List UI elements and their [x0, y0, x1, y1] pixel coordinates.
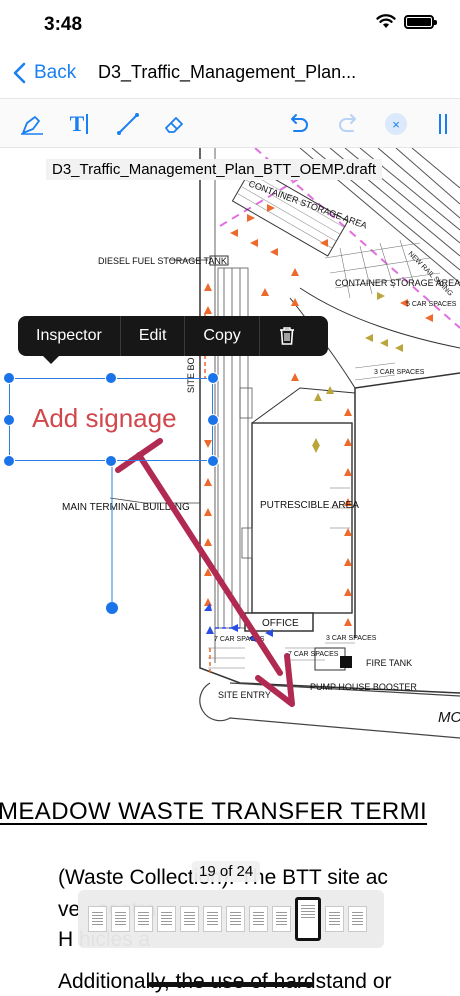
page-thumbnail[interactable]	[272, 906, 291, 932]
page-thumbnail[interactable]	[203, 906, 222, 932]
page-thumbnail[interactable]	[180, 906, 199, 932]
undo-button[interactable]	[284, 109, 314, 139]
resize-handle-bottom-right[interactable]	[207, 455, 219, 467]
resize-handle-bottom-left[interactable]	[3, 455, 15, 467]
menu-item-edit[interactable]: Edit	[121, 316, 186, 356]
page-thumbnail[interactable]	[325, 906, 344, 932]
document-canvas[interactable]: CONTAINER STORAGE AREA CONTAINER STORAGE…	[0, 148, 460, 996]
label-car-spaces-a: 7 CAR SPACES	[214, 636, 265, 643]
undo-icon	[291, 114, 308, 132]
wifi-icon	[376, 14, 396, 28]
label-container-storage-1: CONTAINER STORAGE AREA	[247, 178, 368, 230]
pen-tool-button[interactable]	[17, 109, 47, 139]
annotation-arrow[interactable]	[115, 438, 295, 707]
sidebar-toggle-button[interactable]	[428, 109, 458, 139]
label-car-spaces-b: 7 CAR SPACES	[288, 651, 339, 658]
page-thumbnail[interactable]	[88, 906, 107, 932]
page-thumbnail-strip[interactable]	[78, 890, 384, 948]
label-main-terminal: MAIN TERMINAL BUILDING	[62, 502, 190, 513]
page-indicator: 19 of 24	[192, 861, 261, 882]
label-car-spaces-d: 5 CAR SPACES	[406, 301, 457, 308]
menu-item-delete[interactable]	[260, 316, 314, 356]
close-icon: ×	[385, 113, 407, 135]
redo-icon	[339, 114, 356, 132]
site-plan-drawing: CONTAINER STORAGE AREA CONTAINER STORAGE…	[62, 148, 460, 739]
page-thumbnail[interactable]	[111, 906, 130, 932]
annotation-text[interactable]: Add signage	[32, 403, 177, 433]
eraser-tool-button[interactable]	[160, 109, 190, 139]
label-container-storage-2: CONTAINER STORAGE AREA	[335, 278, 460, 288]
paragraph-line-4: Additionally, the use of hardstand or	[58, 970, 392, 993]
document-title: D3_Traffic_Management_Plan...	[98, 62, 357, 82]
status-time: 3:48	[44, 14, 83, 35]
resize-handle-bottom[interactable]	[105, 455, 117, 467]
redo-button[interactable]	[333, 109, 363, 139]
file-name-label: D3_Traffic_Management_Plan_BTT_OEMP.draf…	[46, 159, 383, 180]
line-tool-button[interactable]	[113, 109, 143, 139]
text-tool-icon: T	[69, 111, 85, 136]
pen-icon	[21, 116, 43, 135]
label-car-spaces-e: 3 CAR SPACES	[374, 369, 425, 376]
deselect-button[interactable]: ×	[381, 109, 411, 139]
trash-icon	[279, 327, 294, 345]
label-office: OFFICE	[262, 618, 299, 629]
back-button[interactable]: Back	[8, 60, 76, 86]
text-tool-button[interactable]: T	[64, 109, 94, 139]
battery-icon	[404, 14, 437, 29]
page-thumbnail[interactable]	[348, 906, 367, 932]
sidebar-icon	[439, 114, 447, 134]
page-thumbnail-current[interactable]	[295, 897, 321, 941]
home-indicator[interactable]	[148, 982, 314, 987]
label-site-boundary: SITE BO	[186, 357, 196, 393]
page-thumbnail[interactable]	[249, 906, 268, 932]
menu-item-inspector[interactable]: Inspector	[18, 316, 121, 356]
page-thumbnail[interactable]	[134, 906, 153, 932]
label-site-entry: SITE ENTRY	[218, 690, 271, 700]
status-icons	[376, 14, 437, 29]
line-tool-icon	[117, 113, 139, 135]
resize-handle-right[interactable]	[207, 414, 219, 426]
label-road-mo: MO	[438, 709, 460, 726]
label-pump-house: PUMP HOUSE BOOSTER	[310, 682, 417, 692]
text-cursor	[86, 114, 89, 134]
nav-bar: Back D3_Traffic_Management_Plan...	[0, 50, 460, 98]
label-fire-tank: FIRE TANK	[366, 658, 412, 668]
label-diesel-fuel: DIESEL FUEL STORAGE TANK	[98, 256, 227, 266]
status-bar: 3:48	[0, 0, 460, 50]
eraser-icon	[165, 117, 183, 133]
menu-item-copy[interactable]: Copy	[185, 316, 260, 356]
back-label: Back	[34, 62, 77, 83]
annotation-toolbar: T ×	[0, 98, 460, 148]
resize-handle-top[interactable]	[105, 372, 117, 384]
context-menu: Inspector Edit Copy	[18, 316, 328, 364]
label-putrescible: PUTRESCIBLE AREA	[260, 500, 359, 511]
page-thumbnail[interactable]	[157, 906, 176, 932]
resize-handle-left[interactable]	[3, 414, 15, 426]
chevron-left-icon	[13, 62, 26, 84]
document-heading: MEADOW WASTE TRANSFER TERMI	[0, 798, 428, 825]
page-thumbnail[interactable]	[226, 906, 245, 932]
label-car-spaces-c: 3 CAR SPACES	[326, 635, 377, 642]
resize-handle-top-right[interactable]	[207, 372, 219, 384]
resize-handle-top-left[interactable]	[3, 372, 15, 384]
